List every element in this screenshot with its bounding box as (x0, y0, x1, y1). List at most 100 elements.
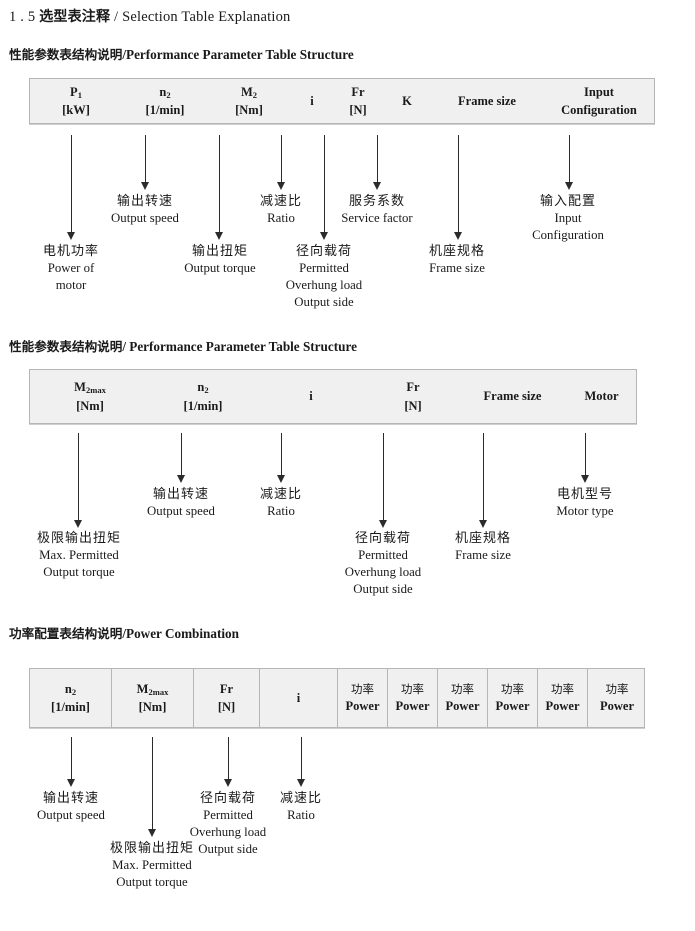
annotation-english: Input (554, 211, 582, 226)
annotation-english: Overhung load (285, 278, 363, 293)
cell-unit: [N] (349, 103, 367, 117)
cell-symbol: Frame size (483, 389, 542, 404)
annotation-english: Service factor (341, 211, 413, 226)
annotation-english: Permitted (203, 808, 253, 823)
cell-symbol: n2 (197, 380, 209, 396)
cell-symbol: i (296, 690, 301, 705)
section-heading-english: Performance Parameter Table Structure (126, 47, 354, 62)
section-heading-english: Power Combination (126, 626, 239, 641)
section-heading-separator: / (122, 47, 127, 62)
cell-unit: [Nm] (235, 103, 263, 117)
page-title-number: 1 . 5 (9, 9, 36, 25)
annotation-arrow (141, 135, 150, 190)
table-header-cell: Frame size (432, 79, 542, 123)
section-heading-separator: / (122, 626, 127, 641)
annotation-english: Frame size (429, 261, 485, 276)
annotation-chinese: 电机功率 (42, 244, 100, 259)
annotation-english: Ratio (287, 808, 315, 823)
annotation-arrow (215, 135, 224, 240)
annotation-english: Output speed (111, 211, 179, 226)
annotation-english: Output side (294, 294, 354, 309)
table-header-cell-power: 功率 Power (438, 669, 488, 727)
annotation-english: Permitted (299, 261, 349, 276)
table-header-cell-power: 功率 Power (588, 669, 646, 727)
annotation-english: Motor type (556, 504, 614, 519)
annotation-arrow (565, 135, 574, 190)
table-header-cell-power: 功率 Power (488, 669, 538, 727)
annotation-chinese: 减速比 (259, 487, 303, 502)
table-header-cell: M2 [Nm] (208, 79, 290, 123)
cell-symbol: 功率 (605, 681, 629, 696)
section-heading-separator: / (122, 339, 127, 354)
annotation-label: 电机功率 Power of motor (43, 243, 99, 294)
table-header-cell: Input Configuration (542, 79, 656, 123)
cell-symbol: Input (584, 84, 614, 99)
annotation-arrow (581, 433, 590, 483)
annotation-chinese: 电机型号 (556, 487, 614, 502)
annotation-chinese: 极限输出扭矩 (36, 531, 122, 546)
cell-unit: Configuration (561, 103, 637, 117)
annotation-chinese: 输出扭矩 (191, 244, 249, 259)
cell-unit: [N] (217, 700, 236, 714)
annotation-label: 径向载荷 Permitted Overhung load Output side (286, 243, 362, 311)
annotation-english: Configuration (532, 228, 604, 243)
annotation-english: Overhung load (344, 565, 422, 580)
annotation-arrow (454, 135, 463, 240)
cell-symbol: 功率 (551, 681, 574, 696)
page-title-english: Selection Table Explanation (122, 9, 291, 25)
annotation-english: Max. Permitted (112, 858, 192, 873)
annotation-label: 服务系数 Service factor (341, 193, 412, 227)
cell-unit: [Nm] (76, 398, 104, 413)
table-header-cell: Fr [N] (194, 669, 260, 727)
cell-symbol: Fr (219, 681, 234, 696)
section-heading-chinese: 性能参数表结构说明 (9, 339, 123, 354)
table-header-cell-power: 功率 Power (538, 669, 588, 727)
annotation-arrow (74, 433, 83, 528)
cell-symbol: Frame size (458, 93, 516, 108)
table-header-cell: Fr [N] (334, 79, 382, 123)
annotation-chinese: 径向载荷 (199, 791, 257, 806)
cell-unit: Power (395, 699, 430, 714)
annotation-arrow (177, 433, 186, 483)
cell-symbol: M2max (136, 681, 169, 697)
annotation-label: 极限输出扭矩 Max. Permitted Output torque (37, 530, 121, 581)
annotation-english: Output torque (184, 261, 256, 276)
cell-unit: Power (345, 699, 380, 714)
table-header-cell-power: 功率 Power (338, 669, 388, 727)
cell-unit: [1/min] (145, 103, 185, 117)
annotation-arrow (379, 433, 388, 528)
annotation-english: Output speed (147, 504, 215, 519)
annotation-arrow (67, 135, 76, 240)
table-header-cell: Fr [N] (366, 370, 460, 423)
section-heading-chinese: 性能参数表结构说明 (9, 47, 123, 62)
cell-symbol: n2 (64, 681, 77, 697)
section-heading-chinese: 功率配置表结构说明 (9, 626, 123, 641)
annotation-chinese: 极限输出扭矩 (109, 841, 195, 856)
cell-symbol: 功率 (351, 681, 374, 696)
power-combination-table: n2 [1/min] M2max [Nm] Fr [N] i 功率 Power … (29, 668, 645, 728)
annotation-label: 输出转速 Output speed (37, 790, 105, 824)
table-header-cell: n2 [1/min] (150, 370, 256, 423)
annotation-label: 径向载荷 Permitted Overhung load Output side (190, 790, 266, 858)
annotation-chinese: 输入配置 (539, 194, 597, 209)
annotation-chinese: 服务系数 (348, 194, 406, 209)
cell-unit: Power (495, 699, 530, 714)
annotation-arrow (67, 737, 76, 787)
table-header-cell: Frame size (460, 370, 565, 423)
annotation-chinese: 径向载荷 (354, 531, 412, 546)
table-header-cell: n2 [1/min] (122, 79, 208, 123)
annotation-label: 输入配置 Input Configuration (532, 193, 604, 244)
section-heading-performance-1: 性能参数表结构说明/Performance Parameter Table St… (9, 44, 354, 63)
annotation-english: Output torque (116, 875, 188, 890)
cell-symbol: 功率 (501, 681, 524, 696)
annotation-chinese: 输出转速 (116, 194, 174, 209)
annotation-english: motor (55, 278, 87, 293)
annotation-english: Output side (198, 841, 258, 856)
annotation-english: Permitted (358, 548, 408, 563)
annotation-english: Frame size (455, 548, 511, 563)
page-title-chinese: 选型表注释 (39, 9, 111, 25)
annotation-label: 径向载荷 Permitted Overhung load Output side (345, 530, 421, 598)
annotation-label: 机座规格 Frame size (429, 243, 485, 277)
annotation-label: 电机型号 Motor type (556, 486, 613, 520)
annotation-label: 减速比 Ratio (280, 790, 322, 824)
